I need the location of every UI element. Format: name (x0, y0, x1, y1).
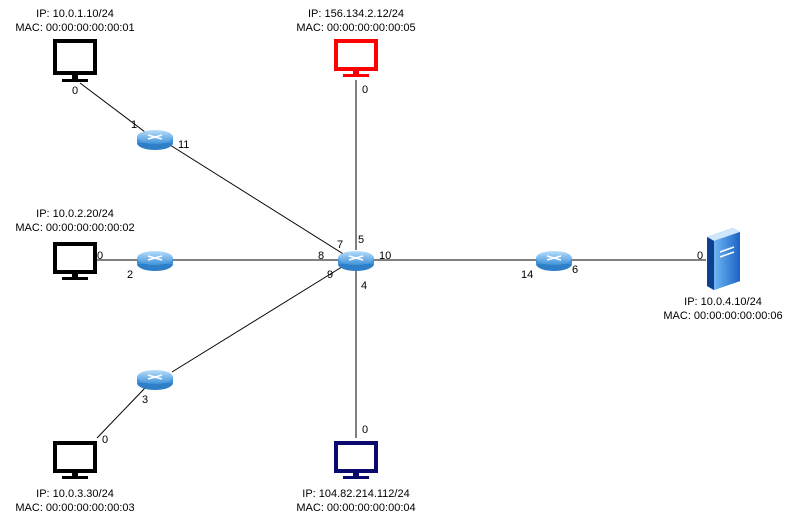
monitor-icon (53, 441, 97, 479)
port-label: 2 (127, 269, 133, 281)
host-server[interactable]: 0 IP: 10.0.4.10/24 MAC: 00:00:00:00:00:0… (663, 228, 783, 322)
host-ip: IP: 10.0.3.30/24 (36, 488, 114, 500)
host-mac: MAC: 00:00:00:00:00:02 (15, 222, 134, 234)
port-label: 14 (521, 269, 533, 281)
monitor-icon (334, 441, 378, 479)
router-icon (536, 251, 572, 271)
port-label: 7 (337, 239, 343, 251)
router-icon (137, 370, 173, 390)
port-label: 0 (362, 84, 368, 96)
port-label: 8 (318, 250, 324, 262)
monitor-icon (53, 39, 97, 82)
port-label: 0 (97, 250, 103, 262)
port-label: 11 (178, 139, 189, 151)
port-label: 6 (572, 264, 578, 276)
link-h1-rtop (79, 82, 146, 133)
port-label: 4 (361, 280, 367, 292)
host-ip: IP: 10.0.2.20/24 (36, 208, 114, 220)
router-right[interactable]: 14 6 (521, 251, 578, 281)
server-icon (707, 228, 740, 290)
port-label: 0 (72, 85, 78, 97)
router-mid[interactable]: 2 (127, 251, 173, 281)
port-label: 0 (697, 250, 703, 262)
monitor-icon (53, 242, 97, 280)
host-mac: MAC: 00:00:00:00:00:01 (15, 22, 134, 34)
router-core[interactable]: 7 5 8 10 9 4 (318, 234, 391, 292)
host-mac: MAC: 00:00:00:00:00:03 (15, 502, 134, 514)
router-icon (137, 251, 173, 271)
link-h3-rbot (96, 387, 146, 439)
host-h1[interactable]: IP: 10.0.1.10/24 MAC: 00:00:00:00:00:01 … (15, 8, 134, 97)
host-h2[interactable]: IP: 10.0.2.20/24 MAC: 00:00:00:00:00:02 … (15, 208, 135, 280)
port-label: 9 (327, 269, 333, 281)
port-label: 10 (379, 250, 391, 262)
host-h4[interactable]: 0 IP: 104.82.214.112/24 MAC: 00:00:00:00… (296, 424, 415, 514)
links (79, 80, 706, 439)
host-mac: MAC: 00:00:00:00:00:05 (296, 22, 415, 34)
host-h5[interactable]: IP: 156.134.2.12/24 MAC: 00:00:00:00:00:… (296, 8, 415, 96)
router-icon (338, 251, 374, 271)
port-label: 5 (358, 234, 364, 246)
router-bot[interactable]: 3 (137, 370, 173, 406)
port-label: 1 (131, 119, 137, 131)
link-rtop-core (169, 144, 346, 256)
port-label: 3 (142, 394, 148, 406)
link-rbot-core (171, 264, 346, 373)
port-label: 0 (102, 434, 108, 446)
host-ip: IP: 10.0.1.10/24 (36, 8, 114, 20)
host-ip: IP: 156.134.2.12/24 (308, 8, 404, 20)
router-icon (137, 130, 173, 150)
monitor-icon (334, 39, 378, 77)
host-mac: MAC: 00:00:00:00:00:06 (663, 310, 782, 322)
host-h3[interactable]: 0 IP: 10.0.3.30/24 MAC: 00:00:00:00:00:0… (15, 434, 134, 514)
host-ip: IP: 104.82.214.112/24 (302, 488, 409, 500)
router-top[interactable]: 1 11 (131, 119, 189, 151)
port-label: 0 (362, 424, 368, 436)
host-mac: MAC: 00:00:00:00:00:04 (296, 502, 415, 514)
host-ip: IP: 10.0.4.10/24 (684, 296, 762, 308)
